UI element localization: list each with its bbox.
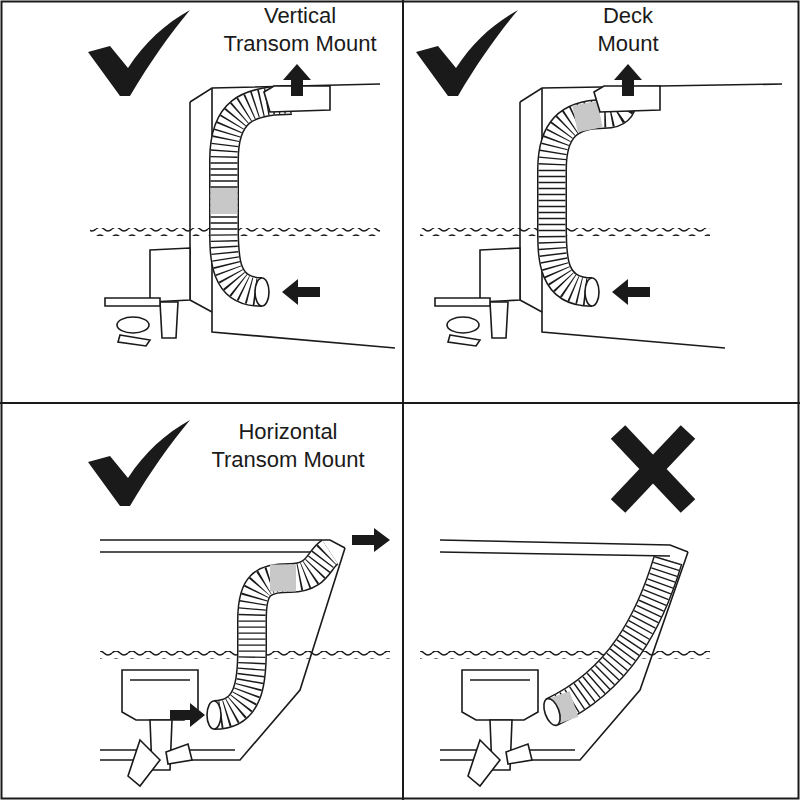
outboard-motor [105,248,190,346]
boat-stern [520,84,782,348]
cross-mark [618,432,688,506]
outboard-motor [462,670,538,786]
airflow-arrow [612,279,650,305]
vent-hose [207,552,330,729]
vent-hose [224,100,292,306]
water-line [420,651,710,659]
mount-label: Vertical Transom Mount [220,2,380,58]
airflow-arrow [614,64,642,96]
mount-label: Horizontal Transom Mount [208,418,368,474]
airflow-arrow [283,64,311,96]
outboard-motor [122,670,198,786]
boat-hull [440,540,688,760]
airflow-arrow [282,279,320,305]
check-mark [88,420,190,506]
divider [402,0,404,800]
mount-label: Deck Mount [578,2,678,58]
vent-hose [541,560,668,728]
airflow-arrow [352,528,390,552]
vent-hose [552,100,622,306]
outboard-motor [435,248,520,346]
boat-stern [190,84,395,348]
boat-hull [100,540,345,760]
airflow-arrow [170,703,205,727]
divider [0,402,800,404]
check-mark [88,10,190,96]
check-mark [416,10,518,96]
